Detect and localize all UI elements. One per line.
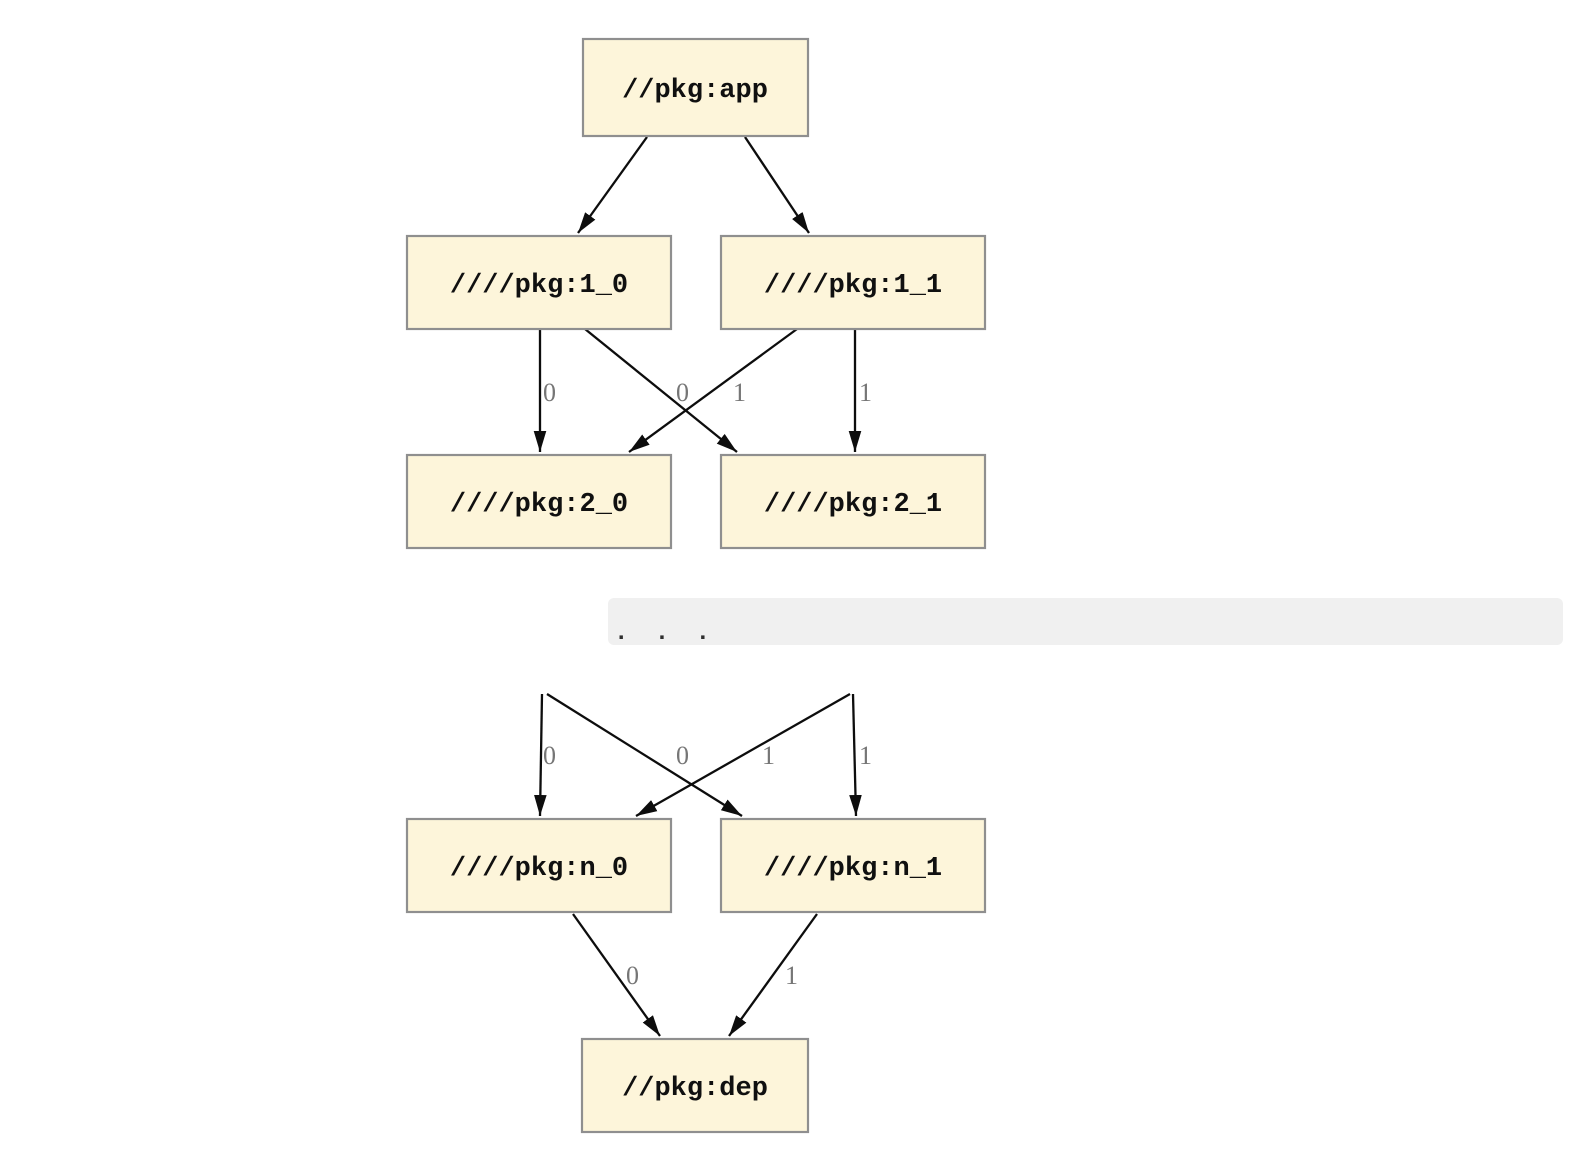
edge-prev0-to-n-1 xyxy=(546,693,743,817)
node-box-1-0 xyxy=(405,234,673,331)
node-label-n-0: ////pkg:n_0 xyxy=(450,854,628,884)
node-box-1-1 xyxy=(719,234,987,331)
edge-label-prev1-to-n-1: 1 xyxy=(859,741,872,770)
node-label-dep: //pkg:dep xyxy=(622,1074,768,1104)
node-pkg-2-1: ////pkg:2_1 xyxy=(719,453,987,550)
node-box-2-1 xyxy=(719,453,987,550)
edge-label-1-1-to-2-1: 1 xyxy=(859,378,872,407)
node-box-n-0 xyxy=(405,817,673,914)
node-pkg-n-1: ////pkg:n_1 xyxy=(719,817,987,914)
node-pkg-1-1: ////pkg:1_1 xyxy=(719,234,987,331)
edge-n-1-to-dep xyxy=(728,913,818,1037)
ellipsis-dots: . . . xyxy=(614,620,716,647)
node-pkg-dep: //pkg:dep xyxy=(580,1037,810,1134)
node-box-app xyxy=(581,37,810,138)
edge-prev0-to-n-0 xyxy=(534,693,547,817)
edge-label-n-0-to-dep: 0 xyxy=(626,961,639,990)
node-pkg-1-0: ////pkg:1_0 xyxy=(405,234,673,331)
node-label-n-1: ////pkg:n_1 xyxy=(764,854,942,884)
edge-label-n-1-to-dep: 1 xyxy=(785,961,798,990)
edge-app-to-1-1 xyxy=(744,136,810,234)
node-label-2-0: ////pkg:2_0 xyxy=(450,490,628,520)
ellipsis-band: . . . xyxy=(608,598,1563,647)
node-box-n-1 xyxy=(719,817,987,914)
edge-prev1-to-n-1 xyxy=(849,693,862,817)
node-label-1-1: ////pkg:1_1 xyxy=(764,271,942,301)
edge-1-1-to-2-0 xyxy=(628,328,798,453)
node-label-app: //pkg:app xyxy=(622,76,768,106)
edge-label-prev1-to-n-0: 1 xyxy=(762,741,775,770)
node-pkg-app: //pkg:app xyxy=(581,37,810,138)
node-label-1-0: ////pkg:1_0 xyxy=(450,271,628,301)
edge-label-1-0-to-2-0: 0 xyxy=(543,378,556,407)
edge-label-1-1-to-2-0: 1 xyxy=(733,378,746,407)
node-box-2-0 xyxy=(405,453,673,550)
edge-label-prev0-to-n-1: 0 xyxy=(676,741,689,770)
edge-label-prev0-to-n-0: 0 xyxy=(543,741,556,770)
node-pkg-2-0: ////pkg:2_0 xyxy=(405,453,673,550)
edge-n-0-to-dep xyxy=(572,913,661,1037)
node-pkg-n-0: ////pkg:n_0 xyxy=(405,817,673,914)
edge-prev1-to-n-0 xyxy=(635,693,851,817)
edge-1-0-to-2-1 xyxy=(584,328,738,453)
node-box-dep xyxy=(580,1037,810,1134)
edge-app-to-1-0 xyxy=(577,136,648,234)
edge-label-1-0-to-2-1: 0 xyxy=(676,378,689,407)
ellipsis-band-background xyxy=(608,598,1563,645)
node-label-2-1: ////pkg:2_1 xyxy=(764,490,942,520)
